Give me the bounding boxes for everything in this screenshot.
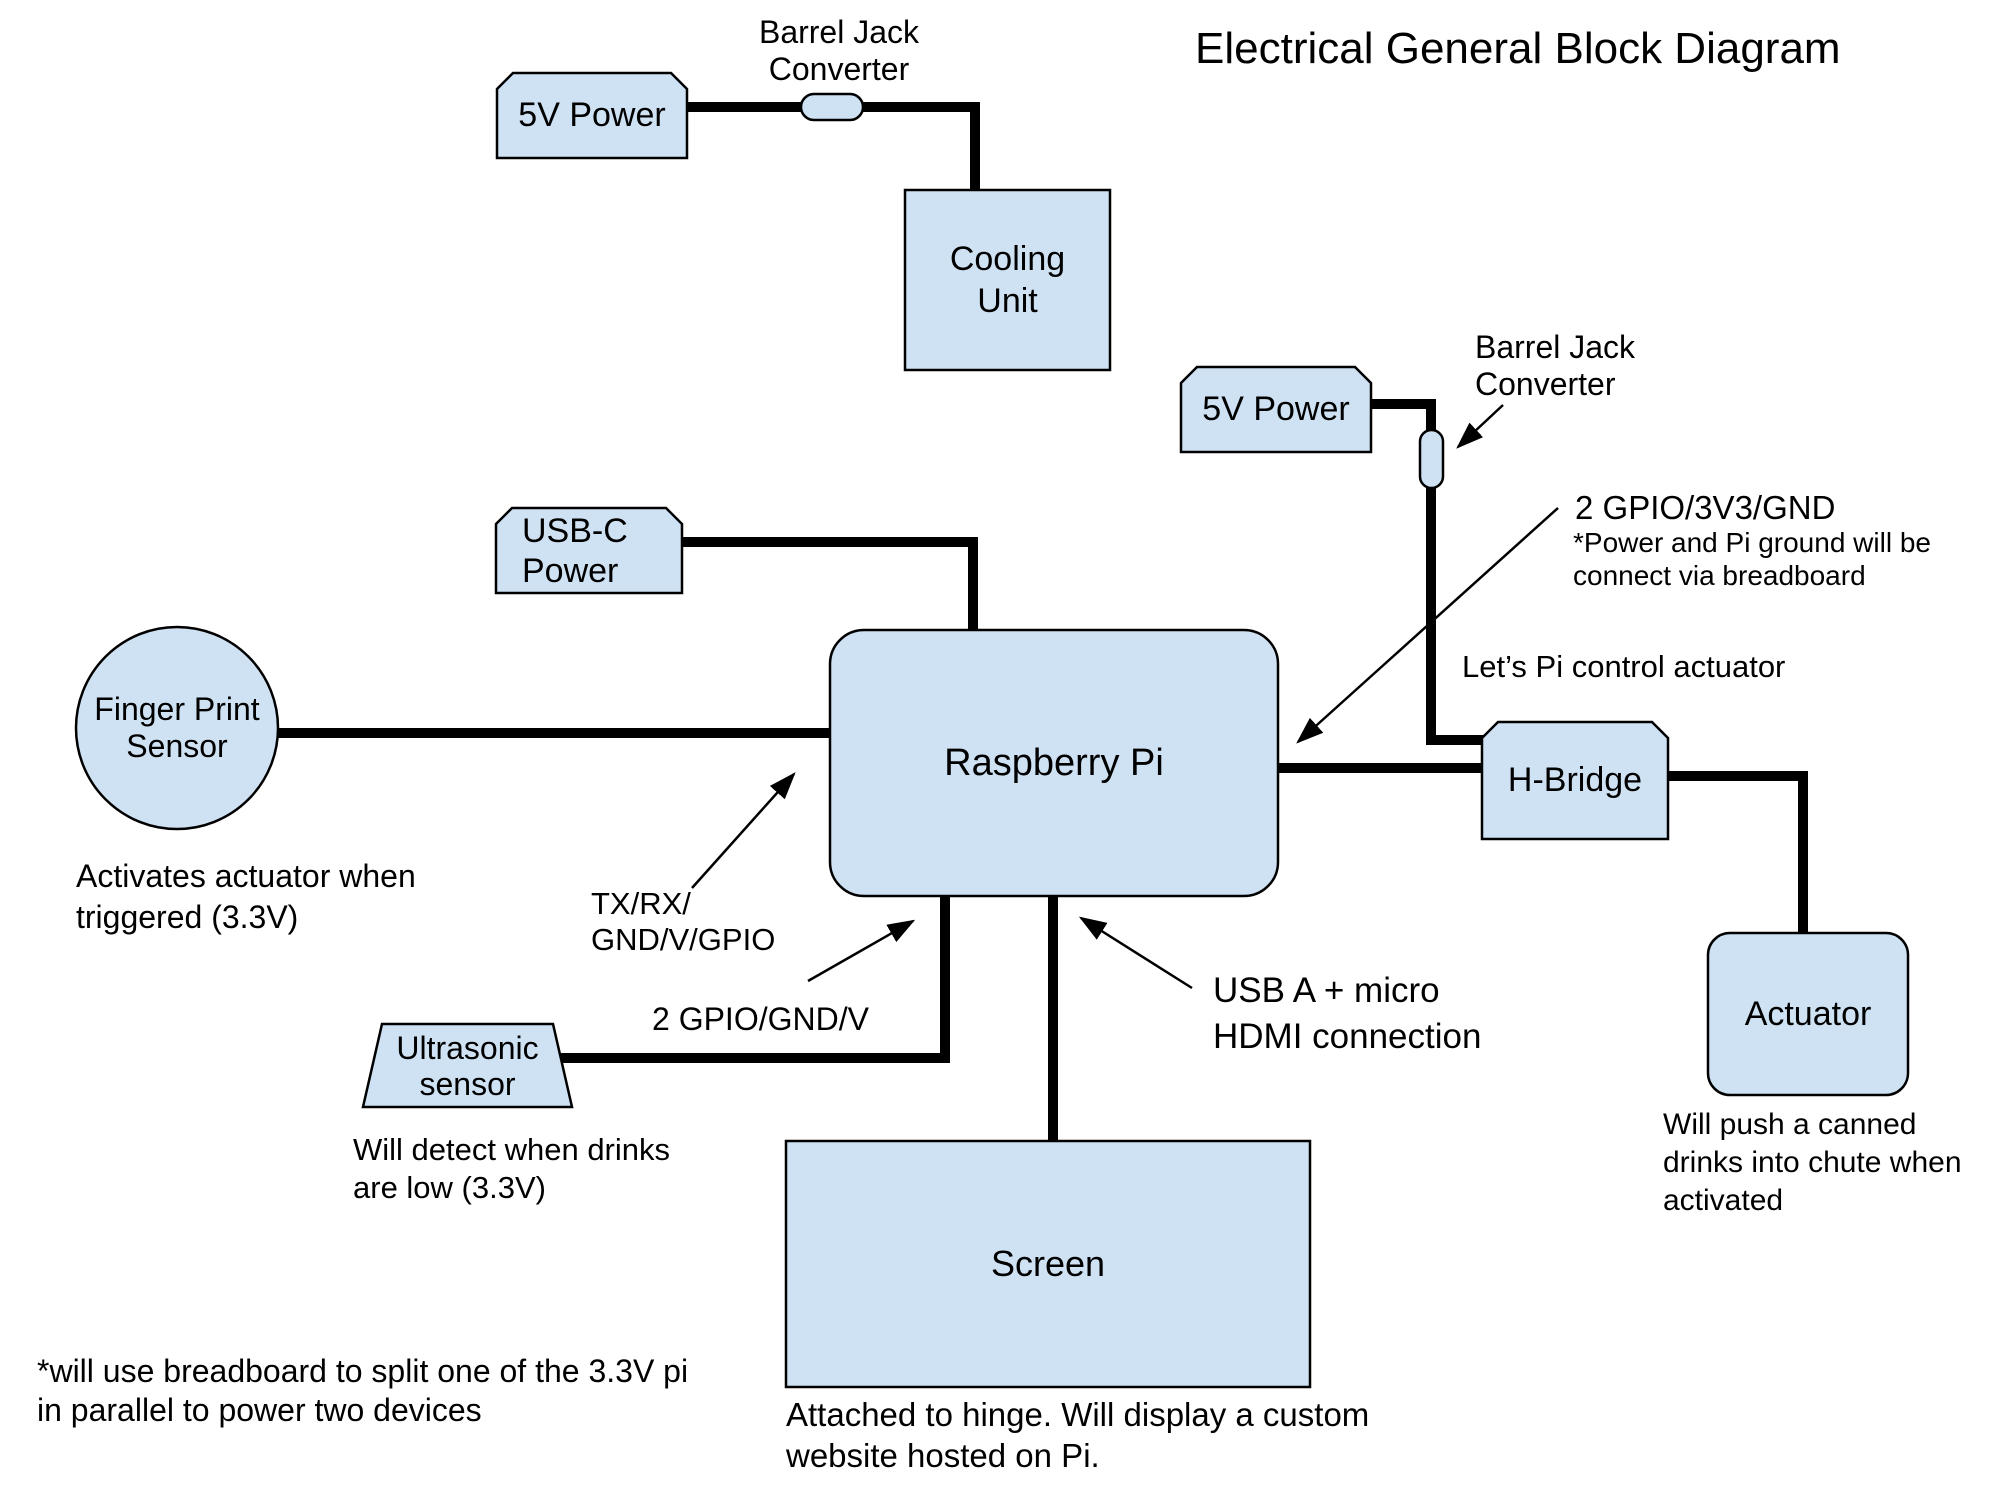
caption-screen: Attached to hinge. Will display a custom…	[786, 1394, 1369, 1476]
annotation-txrx-line2: GND/V/GPIO	[591, 922, 776, 957]
label-usbc-line2: Power	[522, 551, 619, 590]
wire-usbc-to-pi	[682, 537, 978, 632]
annotation-bjc-top-line1: Barrel Jack	[758, 14, 920, 50]
label-screen: Screen	[990, 1243, 1106, 1284]
box-screen	[784, 1139, 1312, 1389]
wire-ultrasonic-to-pi	[557, 894, 950, 1063]
box-actuator	[1706, 931, 1910, 1097]
arrow-usb-hdmi	[1078, 916, 1193, 990]
caption-fingerprint-sensor: Activates actuator when triggered (3.3V)	[76, 856, 416, 938]
wire-5vpower-to-hbridge	[1371, 399, 1484, 745]
annotation-txrx-line1: TX/RX/	[591, 886, 691, 921]
label-fingerprint-line2: Sensor	[126, 728, 228, 764]
arrow-txrx	[691, 772, 796, 889]
arrow-gpio-gnd-v	[807, 919, 916, 983]
caption-ultrasonic-line2: are low (3.3V)	[353, 1170, 546, 1205]
label-cooling-unit: Cooling Unit	[905, 190, 1110, 370]
annotation-gpio-3v3-note-line2: connect via breadboard	[1573, 560, 1866, 591]
caption-actuator: Will push a canned drinks into chute whe…	[1663, 1106, 1962, 1220]
caption-actuator-line3: activated	[1663, 1184, 1784, 1217]
label-cooling-line1: Cooling	[949, 240, 1066, 278]
footnote-line2: in parallel to power two devices	[37, 1392, 482, 1428]
label-hbridge: H-Bridge	[1507, 761, 1643, 799]
annotation-usb-hdmi-line1: USB A + micro	[1213, 971, 1440, 1010]
label-ultrasonic-line1: Ultrasonic	[396, 1029, 539, 1066]
label-fingerprint-sensor: Finger Print Sensor	[76, 627, 278, 829]
caption-fingerprint-line2: triggered (3.3V)	[76, 899, 299, 935]
annotation-usb-a-micro-hdmi: USB A + micro HDMI connection	[1213, 968, 1481, 1060]
annotation-bjc-top-line2: Converter	[768, 51, 910, 87]
label-fingerprint-line1: Finger Print	[94, 691, 260, 727]
annotation-barrel-jack-converter-right: Barrel Jack Converter	[1475, 329, 1635, 403]
label-5v-power-right: 5V Power	[1202, 390, 1350, 428]
caption-screen-line2: website hosted on Pi.	[786, 1437, 1100, 1474]
wire-5vpower-to-cooling	[687, 102, 980, 192]
caption-screen-line1: Attached to hinge. Will display a custom	[786, 1396, 1370, 1433]
annotation-2-gpio-gnd-v: 2 GPIO/GND/V	[652, 1001, 869, 1037]
shape-ultrasonic-trapezoid	[361, 1022, 574, 1109]
label-actuator: Actuator	[1744, 994, 1872, 1033]
label-ultrasonic-sensor: Ultrasonic sensor	[363, 1024, 572, 1107]
box-hbridge	[1480, 720, 1670, 841]
annotation-barrel-jack-converter-top: Barrel Jack Converter	[739, 14, 939, 88]
annotation-gpio-3v3-note-line1: *Power and Pi ground will be	[1573, 527, 1931, 558]
caption-actuator-line2: drinks into chute when	[1663, 1146, 1962, 1179]
shape-barrel-jack-pill-right	[1418, 428, 1445, 490]
annotation-gpio-3v3-note: *Power and Pi ground will be connect via…	[1573, 526, 1931, 592]
caption-actuator-line1: Will push a canned	[1663, 1108, 1917, 1141]
label-raspberry-pi: Raspberry Pi	[944, 741, 1164, 784]
annotation-bjc-right-line2: Converter	[1475, 366, 1616, 402]
label-usbc-line1: USB-C	[522, 511, 628, 550]
box-cooling-unit	[903, 188, 1112, 372]
annotation-gpio-3v3-gnd: 2 GPIO/3V3/GND	[1575, 489, 1836, 526]
diagram-title: Electrical General Block Diagram	[1195, 24, 1841, 73]
box-raspberry-pi	[828, 628, 1280, 898]
box-usbc-power	[494, 506, 684, 595]
wire-hbridge-to-actuator	[1668, 771, 1808, 935]
caption-ultrasonic-line1: Will detect when drinks	[353, 1132, 671, 1167]
caption-ultrasonic-sensor: Will detect when drinks are low (3.3V)	[353, 1131, 670, 1207]
caption-fingerprint-line1: Activates actuator when	[76, 858, 416, 894]
box-5v-power-right	[1179, 365, 1373, 454]
label-ultrasonic-line2: sensor	[419, 1065, 516, 1102]
annotation-usb-hdmi-line2: HDMI connection	[1213, 1017, 1482, 1056]
annotation-lets-pi-control-actuator: Let’s Pi control actuator	[1462, 649, 1786, 684]
footnote-breadboard: *will use breadboard to split one of the…	[37, 1352, 688, 1430]
annotation-txrx-gnd-v-gpio: TX/RX/ GND/V/GPIO	[591, 886, 775, 958]
label-5v-power-top: 5V Power	[518, 96, 666, 134]
label-usbc-power: USB-C Power	[496, 508, 682, 593]
arrow-barrel-jack-right	[1456, 404, 1504, 449]
arrow-gpio-3v3	[1296, 507, 1559, 744]
footnote-line1: *will use breadboard to split one of the…	[37, 1353, 689, 1389]
shape-fingerprint-circle	[74, 625, 280, 831]
shape-barrel-jack-pill-top	[799, 92, 865, 122]
annotation-bjc-right-line1: Barrel Jack	[1475, 329, 1636, 365]
box-5v-power-top	[495, 71, 689, 160]
label-cooling-line2: Unit	[977, 282, 1038, 320]
